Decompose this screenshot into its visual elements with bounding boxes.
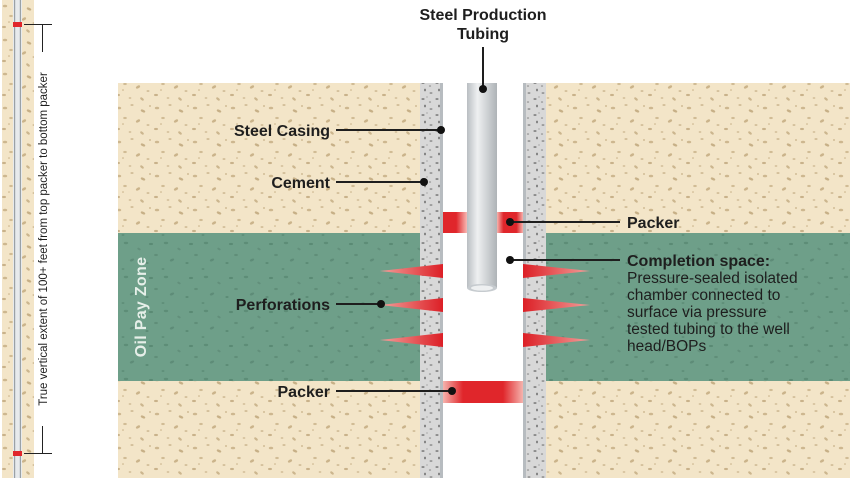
completion-line-5: head/BOPs [627, 338, 707, 355]
completion-line-3: surface via pressure [627, 304, 767, 321]
perforations [380, 264, 590, 347]
steel-casing-label: Steel Casing [234, 123, 330, 140]
cement-right [526, 83, 546, 478]
packer-top-leader-dot [506, 218, 514, 226]
packer-top-label: Packer [627, 215, 680, 232]
bottom-packer [443, 381, 523, 403]
overview-strip [2, 0, 34, 478]
completion-leader-dot [506, 256, 514, 264]
completion-heading: Completion space: [627, 253, 770, 270]
packer-bottom-label: Packer [278, 384, 331, 401]
pay-zone-label: Oil Pay Zone [133, 257, 150, 358]
packer-bottom-leader-dot [448, 387, 456, 395]
cement-left [420, 83, 440, 478]
cement-label: Cement [271, 175, 330, 192]
completion-line-1: Pressure-sealed isolated [627, 270, 798, 287]
perforations-leader-dot [377, 300, 385, 308]
tubing-title-line-2: Tubing [457, 26, 509, 43]
completion-line-4: tested tubing to the well [627, 321, 790, 338]
casing-left-wall [440, 83, 443, 478]
perforations-label: Perforations [236, 297, 330, 314]
cement-leader-dot [420, 178, 428, 186]
strip-bottom-packer [13, 451, 22, 456]
completion-line-2: chamber connected to [627, 287, 780, 304]
production-tubing [467, 83, 497, 292]
vertical-extent-label: True vertical extent of 100+ feet from t… [38, 72, 50, 406]
steel-casing-leader-dot [437, 126, 445, 134]
casing-right-wall [523, 83, 526, 478]
tubing-title-line-1: Steel Production [419, 7, 546, 24]
tubing-leader-dot [479, 85, 487, 93]
strip-top-packer [13, 22, 22, 27]
